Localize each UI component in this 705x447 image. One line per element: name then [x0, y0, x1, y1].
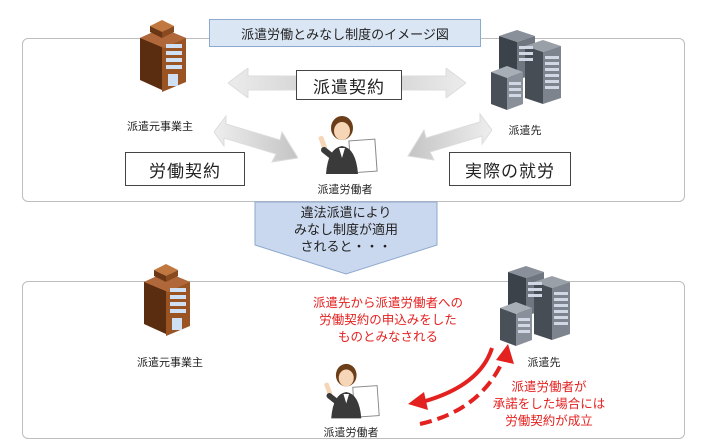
actual-work-arrow [407, 112, 492, 161]
actual-work-label: 実際の就労 [449, 152, 571, 186]
diagram-title: 派遣労働とみなし制度のイメージ図 [209, 19, 481, 47]
labor-contract-arrow [214, 114, 298, 163]
offer-note: 派遣先から派遣労働者への 労働契約の申込みをした ものとみなされる [288, 294, 488, 345]
offer-arrow [408, 347, 494, 410]
labor-contract-label: 労働契約 [125, 152, 245, 186]
callout-text: 違法派遣により みなし制度が適用 されると・・・ [254, 205, 438, 256]
callout-arrow-shape [254, 201, 438, 275]
accept-note-line-2: 承諾をした場合には [492, 396, 606, 411]
callout-line-2: みなし制度が適用 [293, 223, 398, 238]
accept-note-line-3: 労働契約が成立 [505, 413, 593, 428]
top-client-label: 派遣先 [508, 124, 542, 137]
accept-arrow [419, 344, 514, 426]
callout-line-1: 違法派遣により [300, 206, 392, 221]
gray-office-buildings-icon [491, 30, 561, 110]
office-worker-icon [318, 116, 378, 174]
top-worker-label: 派遣労働者 [317, 183, 373, 196]
offer-note-line-2: 労働契約の申込みをした [319, 312, 457, 327]
bottom-worker-label: 派遣労働者 [323, 426, 379, 439]
dispatch-contract-label: 派遣契約 [296, 70, 402, 100]
top-dispatcher-label: 派遣元事業主 [127, 120, 193, 133]
bottom-client-label: 派遣先 [527, 356, 561, 369]
brown-office-building-icon [140, 20, 186, 92]
brown-office-building-icon-bottom [144, 264, 190, 336]
gray-office-buildings-icon-bottom [500, 266, 570, 346]
offer-note-line-3: ものとみなされる [337, 329, 438, 344]
offer-note-line-1: 派遣先から派遣労働者への [312, 295, 463, 310]
callout-line-3: されると・・・ [300, 240, 392, 255]
accept-note-line-1: 派遣労働者が [511, 379, 587, 394]
accept-note: 派遣労働者が 承諾をした場合には 労働契約が成立 [474, 378, 624, 429]
bottom-dispatcher-label: 派遣元事業主 [137, 356, 203, 369]
office-worker-icon-bottom [324, 363, 380, 419]
